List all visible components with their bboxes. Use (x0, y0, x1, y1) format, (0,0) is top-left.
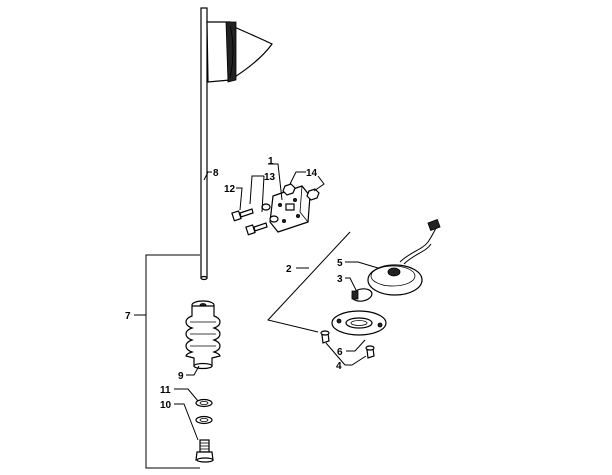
group-bracket-7 (145, 254, 200, 469)
lens-plate-screw (377, 322, 383, 328)
callout-11: 11 (160, 385, 171, 396)
stud-nut-base (196, 457, 214, 463)
lens-plate-window (345, 317, 373, 329)
leader-11 (174, 388, 199, 402)
washer-10 (195, 415, 213, 425)
callout-8: 8 (213, 168, 219, 179)
light-housing-socket (387, 267, 401, 277)
light-wire (403, 243, 432, 265)
bracket-edge (299, 185, 303, 213)
bracket-stud (285, 203, 295, 211)
leader-9 (186, 365, 200, 376)
group-bracket-2 (267, 231, 351, 333)
callout-4: 4 (336, 361, 342, 372)
leader-1 (268, 163, 283, 201)
callout-2: 2 (286, 264, 292, 275)
flag-pennant (206, 21, 273, 83)
leader-8 (203, 171, 212, 181)
callout-5: 5 (337, 258, 343, 269)
callout-12: 12 (224, 184, 236, 195)
wire-connector (427, 219, 441, 231)
nut-14-upper (282, 183, 296, 196)
callout-labels: 1 2 3 4 5 6 7 8 9 10 11 12 13 14 (125, 156, 343, 411)
washer-11-hole (199, 400, 209, 405)
flag-sleeve (225, 21, 237, 83)
callout-9: 9 (178, 371, 184, 382)
bolt-head (231, 210, 242, 222)
leader-13b (261, 175, 265, 213)
leader-3 (345, 277, 357, 291)
bracket-hole (292, 197, 297, 202)
mounting-bracket-assembly (231, 183, 320, 236)
flag-sleeve-fold (229, 25, 234, 79)
washer-13-upper (261, 203, 271, 211)
flag-pole (200, 7, 208, 279)
leader-12 (236, 187, 243, 211)
bolt-12-upper (239, 208, 254, 218)
mounting-stud (195, 439, 214, 463)
bolt-12-lower (253, 222, 268, 232)
light-housing (367, 264, 423, 296)
bolt-head (245, 224, 256, 236)
leader-5 (345, 261, 379, 269)
nut-14-lower (306, 188, 320, 201)
callout-10: 10 (160, 400, 172, 411)
callout-7: 7 (125, 311, 131, 322)
lens-plate-screw (336, 318, 342, 324)
lens-plate-window-inner (350, 320, 368, 326)
callout-13: 13 (264, 172, 276, 183)
callout-6: 6 (337, 347, 343, 358)
flag-pole-tip (200, 275, 208, 281)
light-wire (399, 227, 437, 263)
callout-1: 1 (268, 156, 274, 167)
leader-10 (174, 403, 199, 441)
leader-lines (134, 163, 379, 469)
leader-4b (325, 342, 346, 366)
callout-14: 14 (306, 168, 318, 179)
bracket-hole (295, 213, 300, 218)
washer-11 (195, 398, 213, 408)
leader-13 (249, 175, 264, 205)
screw-head (320, 330, 330, 336)
bracket-edge (299, 211, 309, 223)
leader-14b (313, 175, 325, 192)
washer-10-hole (199, 417, 209, 422)
leader-6 (346, 339, 366, 352)
washer-13-lower (269, 215, 279, 223)
boot-bottom (193, 362, 213, 370)
boot-body (185, 305, 221, 367)
bracket-hole (277, 202, 282, 207)
tail-light-assembly (320, 219, 441, 359)
bulb-base (351, 290, 359, 300)
flexible-base-boot (185, 300, 221, 370)
leader-4 (345, 355, 367, 366)
callout-3: 3 (337, 274, 343, 285)
bracket-hole (281, 218, 286, 223)
screw-head (365, 345, 375, 351)
leader-14 (289, 171, 306, 185)
light-housing-rim (370, 265, 416, 287)
whip-flag-assembly (200, 7, 273, 281)
